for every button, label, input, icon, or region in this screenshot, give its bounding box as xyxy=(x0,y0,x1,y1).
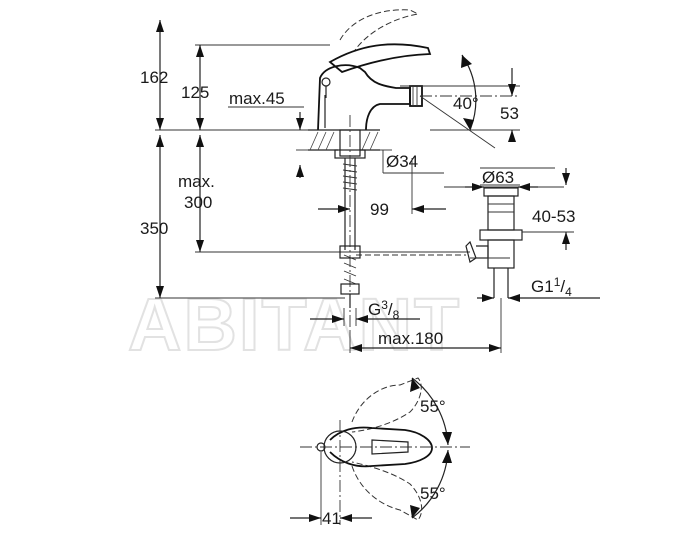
angle-55-top-arc xyxy=(410,377,452,446)
watermark: ABITANT xyxy=(128,283,461,366)
dim-max45 xyxy=(228,106,304,178)
g114-base: G1 xyxy=(531,277,554,296)
g38-num: 3 xyxy=(381,298,388,312)
label-55deg-top: 55° xyxy=(420,397,446,416)
faucet-body xyxy=(317,9,432,131)
top-view: 55° 55° 41 xyxy=(290,377,470,528)
waste-fitting xyxy=(470,184,523,298)
label-max45: max.45 xyxy=(229,89,285,108)
g38-base: G xyxy=(368,300,381,319)
side-view: 162 125 max.45 xyxy=(140,9,600,353)
angle-55-bottom-arc xyxy=(410,449,452,519)
g114-slash: / xyxy=(560,277,565,296)
dim-dia34 xyxy=(382,150,444,174)
mounting-shank xyxy=(334,115,366,330)
dim-dia63 xyxy=(444,167,564,191)
dim-53 xyxy=(430,68,520,142)
label-40-53: 40-53 xyxy=(532,207,575,226)
label-dia34: Ø34 xyxy=(386,152,418,171)
label-max300-line2: 300 xyxy=(184,193,212,212)
dim-g1-1-4 xyxy=(477,294,600,302)
label-41: 41 xyxy=(322,509,341,528)
label-350: 350 xyxy=(140,219,168,238)
countertop xyxy=(296,129,392,151)
label-40deg: 40° xyxy=(453,94,479,113)
dim-350 xyxy=(155,135,345,299)
label-162: 162 xyxy=(140,68,168,87)
g38-slash: / xyxy=(388,300,393,319)
label-99: 99 xyxy=(370,200,389,219)
label-125: 125 xyxy=(181,83,209,102)
label-g3-8: G3/8 xyxy=(368,298,400,322)
angle-40-arc xyxy=(419,54,496,149)
label-dia63: Ø63 xyxy=(482,168,514,187)
label-max180: max.180 xyxy=(378,329,443,348)
dim-99 xyxy=(318,158,446,214)
dim-125 xyxy=(195,44,330,130)
g114-num: 1 xyxy=(554,275,561,289)
dim-max300 xyxy=(195,135,470,253)
label-53: 53 xyxy=(500,104,519,123)
dim-162 xyxy=(155,20,380,131)
label-g1-1-4: G11/4 xyxy=(531,275,572,299)
dim-max180 xyxy=(349,298,502,353)
g114-den: 4 xyxy=(565,285,572,299)
label-55deg-bottom: 55° xyxy=(420,484,446,503)
g38-den: 8 xyxy=(393,308,400,322)
dim-40-53 xyxy=(522,168,574,250)
dim-41 xyxy=(290,452,372,525)
label-max300-line1: max. xyxy=(178,172,215,191)
dim-g3-8 xyxy=(310,308,420,326)
